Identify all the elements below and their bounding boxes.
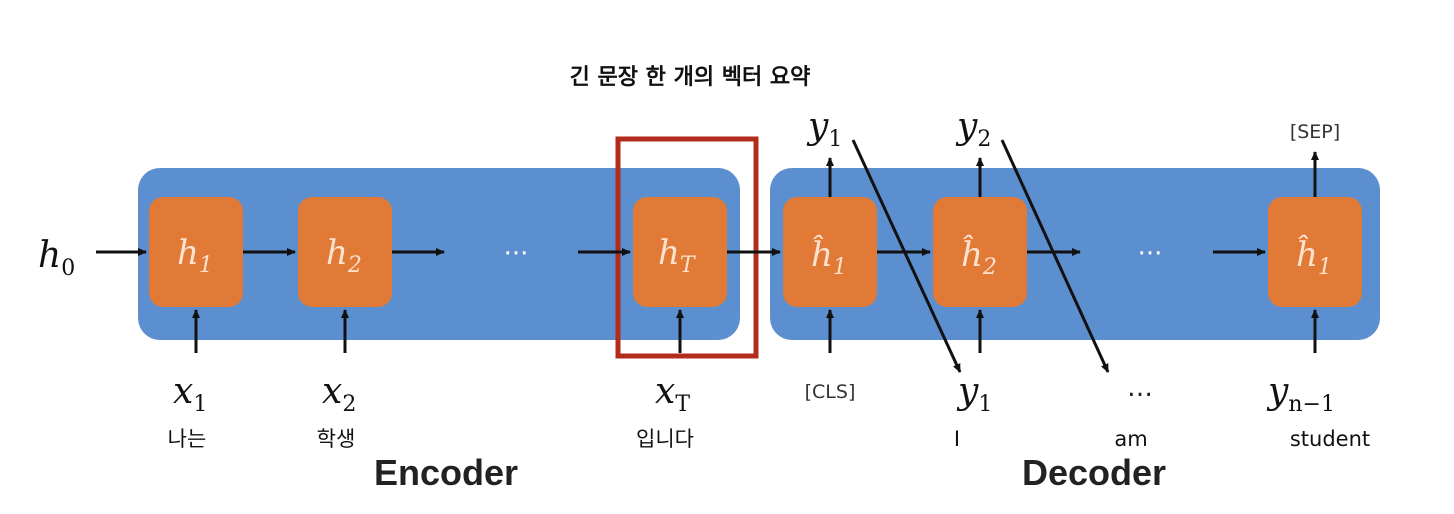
encoder-input-T: xT bbox=[655, 371, 690, 417]
decoder-state-last: ĥ1 bbox=[1296, 234, 1332, 280]
diagram-title: 긴 문장 한 개의 벡터 요약 bbox=[570, 65, 811, 90]
word-label-2: 학생 bbox=[317, 427, 356, 451]
encoder-input-1: x1 bbox=[173, 371, 207, 417]
decoder-ellipsis: ··· bbox=[1138, 239, 1163, 269]
initial-state-label: h0 bbox=[38, 235, 75, 281]
encoder-cell-T bbox=[633, 197, 727, 307]
decoder-input-2: y1 bbox=[956, 371, 992, 417]
encoder-state-T: hT bbox=[658, 233, 697, 278]
word-label-3: 입니다 bbox=[636, 427, 694, 451]
decoder-cell-2 bbox=[933, 197, 1027, 307]
decoder-cell-last bbox=[1268, 197, 1362, 307]
encoder-state-1: h1 bbox=[177, 233, 213, 278]
word-label-6: student bbox=[1290, 427, 1370, 451]
decoder-state-1: ĥ1 bbox=[811, 234, 847, 280]
feedback-arrows bbox=[851, 139, 1110, 373]
context-vector-highlight bbox=[615, 136, 759, 359]
word-label-1: 나는 bbox=[168, 427, 207, 451]
decoder-output-2: y2 bbox=[955, 106, 991, 152]
word-label-5: am bbox=[1114, 427, 1147, 451]
output-arrows bbox=[826, 151, 1319, 197]
encoder-label: Encoder bbox=[374, 452, 518, 493]
decoder-input-middle: … bbox=[1127, 373, 1153, 403]
encoder-ellipsis: ··· bbox=[504, 239, 529, 269]
decoder-cell-1 bbox=[783, 197, 877, 307]
encoder-cell-1 bbox=[149, 197, 243, 307]
decoder-input-last: yn−1 bbox=[1266, 371, 1335, 417]
decoder-output-sep: [SEP] bbox=[1290, 121, 1340, 143]
input-arrows bbox=[192, 309, 1319, 353]
encoder-state-2: h2 bbox=[326, 233, 362, 278]
decoder-state-2: ĥ2 bbox=[961, 234, 997, 280]
word-label-4: I bbox=[954, 427, 960, 451]
encoder-cell-2 bbox=[298, 197, 392, 307]
decoder-label: Decoder bbox=[1022, 452, 1166, 493]
decoder-output-1: y1 bbox=[806, 106, 842, 152]
encoder-input-2: x2 bbox=[322, 371, 356, 417]
decoder-input-cls: [CLS] bbox=[805, 381, 856, 403]
